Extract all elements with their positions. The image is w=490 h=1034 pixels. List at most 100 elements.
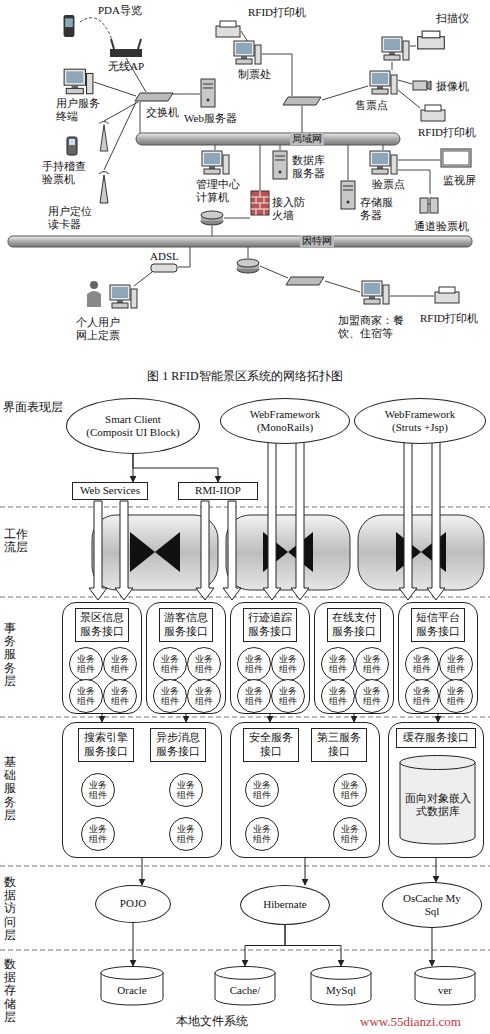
storage-note: 本地文件系统	[176, 1014, 248, 1028]
component-circle: 业务组件	[153, 647, 187, 681]
node-label: 业务组件	[243, 686, 265, 707]
interface-header: 第三服务接口	[311, 728, 367, 762]
layer-label: 工作流层	[4, 528, 28, 554]
device-label: 无线AP	[108, 60, 144, 73]
device-label: ADSL	[150, 250, 179, 263]
component-circle: 业务组件	[271, 679, 305, 713]
node-label: 业务组件	[327, 654, 349, 675]
node-label: 业务组件	[175, 824, 197, 845]
component-circle: 业务组件	[187, 647, 221, 681]
ellipse-node: OsCache My Sql	[382, 882, 482, 928]
node-label: 业务组件	[339, 780, 361, 801]
connector	[186, 714, 187, 722]
lan-bus	[136, 133, 400, 145]
internet-bus	[8, 236, 472, 247]
device-label: 接入防火墙	[272, 196, 308, 222]
service-group: 缓存服务接口面向对象嵌入式数据库	[388, 722, 484, 858]
device-label: 加盟商家：餐饮、住宿等	[338, 314, 408, 340]
component-circle: 业务组件	[245, 817, 279, 851]
layer-label: 基础服务层	[4, 756, 16, 822]
node-label: 业务组件	[445, 654, 467, 675]
interface-header: 景区信息服务接口	[75, 608, 129, 642]
interface-header: 搜索引擎服务接口	[78, 728, 134, 762]
ellipse-node: Smart Client (Composit UI Block)	[66, 398, 200, 454]
device-label: 售票点	[355, 99, 388, 112]
firewall-icon	[251, 191, 269, 215]
figure-caption: 图 1 RFID智能景区系统的网络拓扑图	[0, 368, 490, 385]
component-circle: 业务组件	[237, 647, 271, 681]
node-label: 业务组件	[87, 824, 109, 845]
component-circle: 业务组件	[321, 647, 355, 681]
component-circle: 业务组件	[153, 679, 187, 713]
component-circle: 业务组件	[333, 817, 367, 851]
wireless-link	[80, 18, 112, 40]
network-bus-label: 局域网	[290, 133, 324, 145]
node-label: 业务组件	[339, 824, 361, 845]
device-label: 扫描仪	[436, 12, 469, 25]
component-circle: 业务组件	[81, 773, 115, 807]
computer-icon	[64, 69, 93, 94]
access-point-icon	[110, 39, 142, 57]
component-circle: 业务组件	[439, 679, 473, 713]
component-circle: 业务组件	[321, 679, 355, 713]
cylinder-top	[400, 756, 475, 770]
node-label: 面向对象嵌入式数据库	[404, 792, 471, 818]
node-label: 业务组件	[193, 686, 215, 707]
layer-divider	[0, 507, 490, 950]
device-label: 存储服务器	[360, 196, 396, 222]
interface-header: 游客信息服务接口	[159, 608, 213, 642]
device-label: 验票点	[372, 178, 405, 191]
interface-header: 安全服务接口	[243, 728, 299, 762]
interface-header: 行迹追踪服务接口	[243, 608, 297, 642]
cylinder-body	[400, 762, 475, 844]
computer-icon	[234, 41, 261, 64]
node-label: Cache/	[230, 984, 261, 997]
ellipse-node: WebFramework (MonoRails)	[220, 398, 350, 444]
connector	[436, 858, 437, 882]
connector	[133, 454, 218, 482]
antenna-icon	[99, 172, 109, 204]
component-circle: 业务组件	[169, 817, 203, 851]
ellipse-node: Hibernate	[240, 885, 330, 925]
node-label: Oracle	[117, 984, 146, 997]
device-label: 个人用户网上定票	[76, 316, 122, 342]
node-label: 业务组件	[277, 686, 299, 707]
connector	[133, 923, 134, 966]
cylinder-top	[311, 967, 371, 980]
printer-icon	[435, 287, 459, 303]
component-circle: 业务组件	[439, 647, 473, 681]
component-circle: 业务组件	[81, 817, 115, 851]
device-label: RFID打印机	[420, 312, 478, 325]
node-label: 业务组件	[193, 654, 215, 675]
network-bus-label: 因特网	[300, 235, 334, 247]
device-label: 制票处	[238, 68, 271, 81]
person-icon	[87, 281, 101, 307]
connector	[142, 858, 143, 885]
node-label: 业务组件	[109, 654, 131, 675]
router-icon	[237, 259, 259, 273]
router-icon	[201, 211, 223, 225]
server-icon	[201, 79, 215, 107]
workflow-box	[92, 515, 218, 590]
switch-icon	[286, 277, 324, 285]
device-label: 摄像机	[436, 80, 469, 93]
component-circle: 业务组件	[69, 679, 103, 713]
node-label: 业务组件	[251, 824, 273, 845]
printer-icon	[421, 105, 445, 121]
connector	[354, 714, 355, 722]
antenna-icon	[99, 121, 108, 151]
cylinder-top	[101, 967, 163, 980]
layer-label: 数据访问层	[4, 876, 16, 942]
component-circle: 业务组件	[405, 679, 439, 713]
node-label: 业务组件	[159, 654, 181, 675]
node-label: WebFramework (MonoRails)	[238, 408, 331, 434]
device-label: RFID打印机	[248, 6, 306, 19]
service-group: 游客信息服务接口业务组件业务组件业务组件业务组件	[146, 602, 226, 714]
node-label: 业务组件	[251, 780, 273, 801]
connector	[102, 714, 103, 722]
interface-header: 在线支付服务接口	[327, 608, 381, 642]
database-cylinder: Oracle	[100, 966, 164, 1006]
device-label: 管理中心计算机	[196, 178, 242, 204]
node-label: 业务组件	[411, 686, 433, 707]
